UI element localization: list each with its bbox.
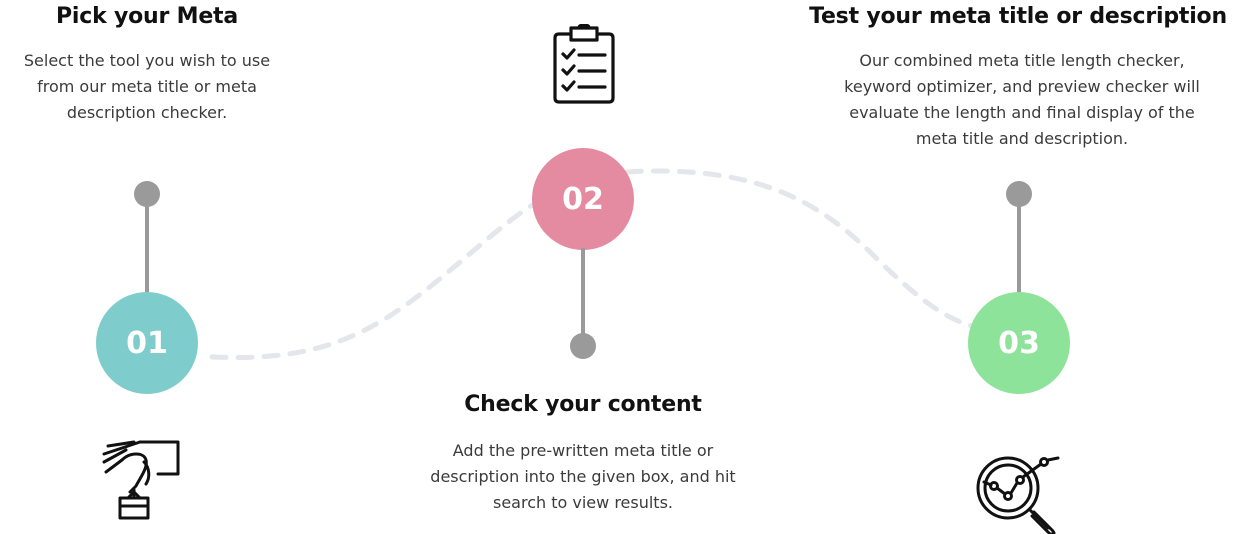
step-1-title: Pick your Meta [56,4,238,29]
step-3-description: Our combined meta title length checker, … [844,51,1200,148]
hand-pointer-box-icon [102,440,180,520]
step-2-number: 02 [562,181,604,217]
step-2-title: Check your content [464,392,702,417]
clipboard-checklist-icon [553,24,615,104]
step-1-number-badge: 01 [96,292,198,394]
step-1-number: 01 [126,325,168,361]
step-3-number: 03 [998,325,1040,361]
step-2-pin-dot [570,333,596,359]
step-3-number-badge: 03 [968,292,1070,394]
step-2-description: Add the pre-written meta title or descri… [430,441,736,512]
step-2-pin-stem [581,248,585,344]
step-2-number-badge: 02 [532,148,634,250]
step-1-pin-stem [145,194,149,294]
step-1-description: Select the tool you wish to use from our… [23,51,271,122]
magnifier-chart-icon [976,456,1060,534]
step-3-title: Test your meta title or description [809,4,1227,29]
step-3-pin-stem [1017,194,1021,294]
